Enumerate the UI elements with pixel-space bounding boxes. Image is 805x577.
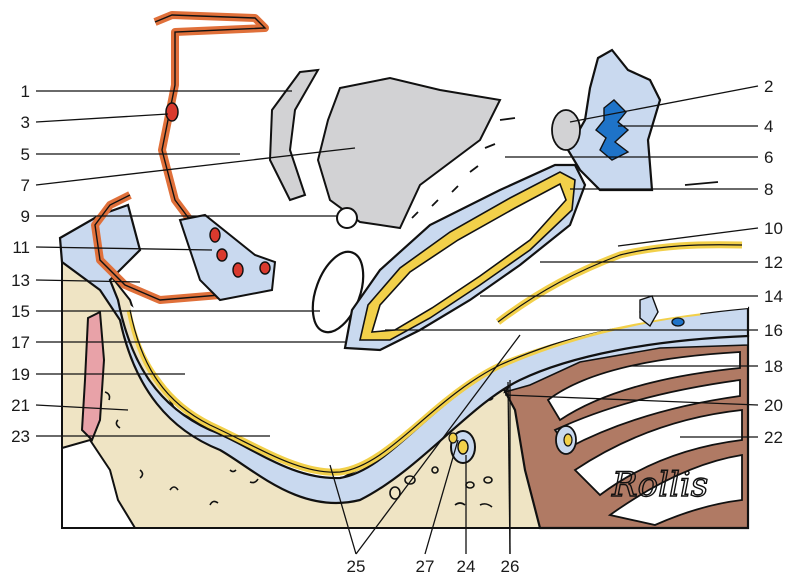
label-11: 11 — [12, 238, 30, 257]
vessel-11a — [210, 228, 220, 242]
label-16: 16 — [764, 321, 783, 340]
vessel-11d — [260, 262, 270, 274]
artist-signature: Rollis — [611, 465, 708, 505]
label-15: 15 — [11, 302, 30, 321]
label-27: 27 — [416, 557, 435, 576]
bottom-label-group: 25 27 24 26 — [347, 557, 520, 576]
label-12: 12 — [764, 253, 783, 272]
label-10: 10 — [764, 219, 783, 238]
label-24: 24 — [457, 557, 476, 576]
right-label-group: 2 4 6 8 10 12 14 16 18 20 22 — [764, 77, 783, 447]
left-label-group: 1 3 5 7 9 11 13 15 17 19 21 23 — [11, 82, 30, 446]
label-22: 22 — [764, 428, 783, 447]
label-5: 5 — [21, 145, 30, 164]
vertebral-lumen — [449, 433, 457, 443]
label-14: 14 — [764, 287, 783, 306]
label-4: 4 — [764, 117, 773, 136]
vessel-11c — [233, 263, 243, 277]
vessel-11b — [217, 249, 227, 261]
label-7: 7 — [21, 176, 30, 195]
label-2: 2 — [764, 77, 773, 96]
label-17: 17 — [11, 333, 30, 352]
vessel-22-lumen — [564, 434, 572, 446]
label-6: 6 — [764, 148, 773, 167]
label-20: 20 — [764, 396, 783, 415]
label-18: 18 — [764, 357, 783, 376]
label-25: 25 — [347, 557, 366, 576]
foramen-9 — [337, 208, 357, 228]
vessel-3 — [166, 103, 178, 121]
label-9: 9 — [21, 207, 30, 226]
label-13: 13 — [11, 271, 30, 290]
label-26: 26 — [501, 557, 520, 576]
basilar-lumen — [458, 440, 468, 454]
label-8: 8 — [764, 180, 773, 199]
label-19: 19 — [11, 365, 30, 384]
gray-crescent — [270, 70, 318, 200]
gray-nodule-2 — [552, 110, 580, 150]
label-21: 21 — [11, 396, 30, 415]
label-1: 1 — [21, 82, 30, 101]
cavernous-sinus — [180, 215, 275, 300]
label-23: 23 — [11, 427, 30, 446]
vessel-16b — [672, 318, 684, 326]
label-3: 3 — [21, 113, 30, 132]
